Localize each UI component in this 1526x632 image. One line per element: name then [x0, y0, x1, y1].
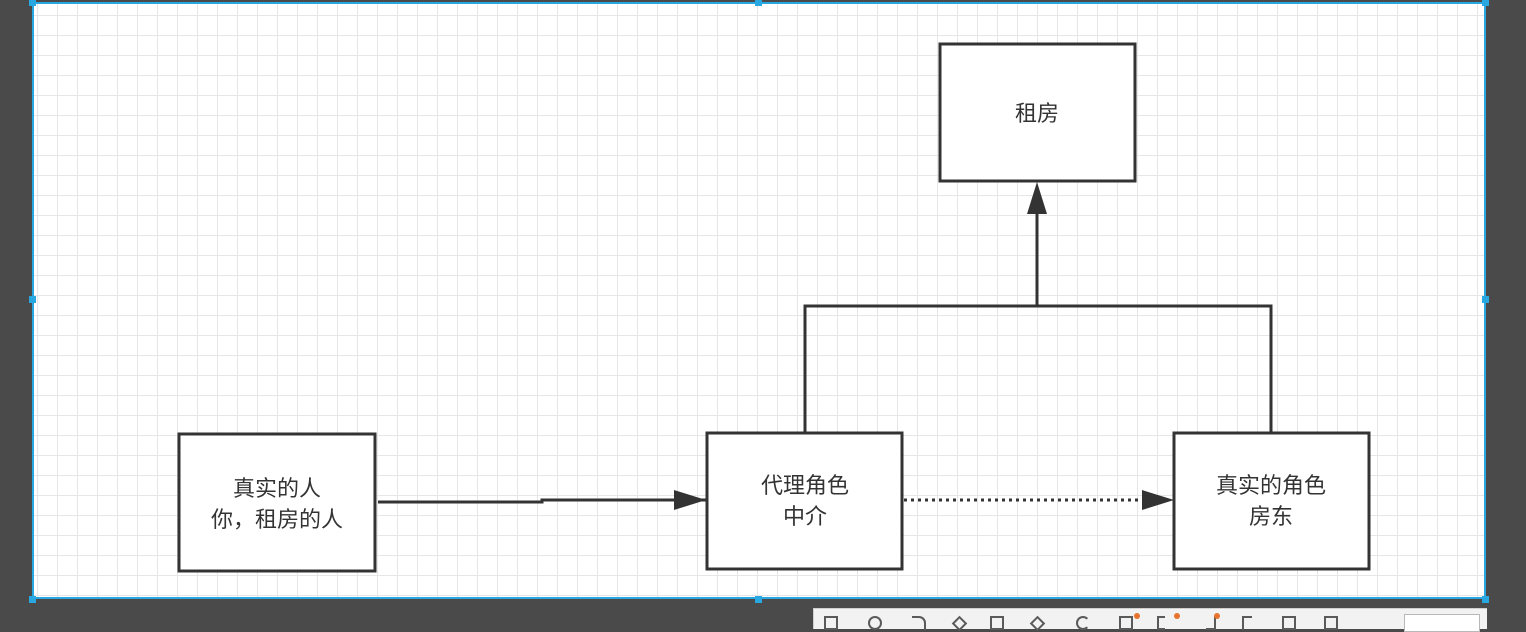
- format-toolbar: [813, 608, 1487, 632]
- page-icon[interactable]: [824, 616, 838, 630]
- to-front-icon[interactable]: [1282, 616, 1296, 630]
- edge-real-role-to-rent[interactable]: [1037, 304, 1273, 432]
- close-icon[interactable]: [1366, 616, 1380, 630]
- zoom-icon[interactable]: [868, 616, 882, 630]
- selection-handle-bottom-right[interactable]: [1482, 596, 1489, 603]
- edge-proxy-to-rent[interactable]: [803, 212, 1039, 432]
- pen-dot-icon: [1214, 613, 1220, 619]
- arrowhead-real-person-to-proxy: [674, 490, 706, 510]
- node-proxy-line1: 代理角色: [761, 474, 849, 499]
- edge-real-person-to-proxy[interactable]: [378, 498, 706, 504]
- connector-icon[interactable]: [1242, 616, 1252, 630]
- format-icon[interactable]: [990, 616, 1004, 630]
- node-real-person-line2: 你，租房的人: [211, 508, 343, 533]
- node-proxy-line2: 中介: [783, 505, 827, 530]
- selection-handle-top-right[interactable]: [1482, 0, 1489, 6]
- node-real-person[interactable]: 真实的人 你，租房的人: [177, 432, 377, 573]
- selection-handle-middle-right[interactable]: [1482, 296, 1489, 303]
- style-icon[interactable]: [1029, 615, 1046, 632]
- bracket-icon[interactable]: [1157, 616, 1165, 630]
- waypoint-icon[interactable]: [1119, 616, 1133, 630]
- reset-icon[interactable]: [1076, 616, 1090, 630]
- selection-handle-top-middle[interactable]: [755, 0, 762, 6]
- fill-icon[interactable]: [951, 615, 968, 632]
- selection-handle-middle-left[interactable]: [29, 296, 36, 303]
- node-rent-label: 租房: [1015, 102, 1059, 127]
- node-real-role-line2: 房东: [1249, 505, 1293, 530]
- node-rent[interactable]: 租房: [938, 42, 1137, 183]
- arrowhead-to-rent: [1027, 182, 1047, 214]
- node-real-role[interactable]: 真实的角色 房东: [1172, 431, 1371, 571]
- selection-handle-bottom-left[interactable]: [29, 596, 36, 603]
- toolbar-input[interactable]: [1404, 614, 1480, 632]
- waypoint-dot-icon: [1134, 613, 1140, 619]
- redo-icon[interactable]: [912, 616, 926, 630]
- to-back-icon[interactable]: [1324, 616, 1338, 630]
- node-real-person-line1: 真实的人: [233, 477, 321, 502]
- arrowhead-proxy-to-real-role: [1142, 490, 1174, 510]
- selection-handle-top-left[interactable]: [29, 0, 36, 6]
- selection-handle-bottom-middle[interactable]: [755, 596, 762, 603]
- bracket-dot-icon: [1174, 613, 1180, 619]
- node-proxy[interactable]: 代理角色 中介: [705, 431, 904, 571]
- node-real-role-line1: 真实的角色: [1216, 474, 1326, 499]
